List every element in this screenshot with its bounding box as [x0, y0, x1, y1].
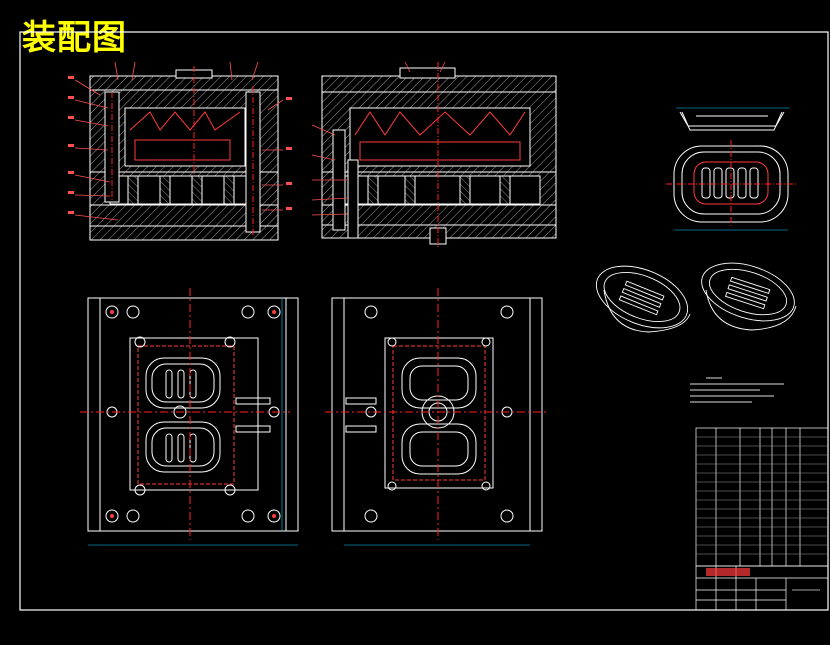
drawing-title: 装配图 [22, 18, 127, 58]
right-section-view [311, 61, 557, 248]
isometric-part-views [595, 262, 797, 333]
drawing-frame [19, 31, 829, 611]
right-plan-view [325, 288, 548, 546]
left-section-view [68, 61, 292, 241]
title-block [695, 565, 829, 611]
left-plan-view [80, 288, 299, 546]
part-section-view [676, 107, 790, 131]
technical-notes [690, 377, 784, 403]
part-top-view [666, 140, 796, 231]
bill-of-materials [695, 427, 829, 567]
